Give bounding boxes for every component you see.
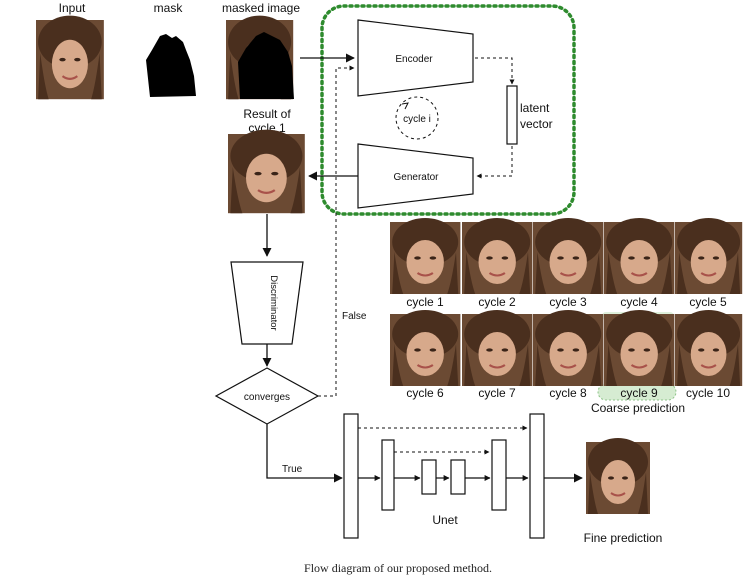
unet-label: Unet — [432, 513, 458, 527]
fine-prediction-label: Fine prediction — [584, 531, 663, 545]
discriminator-label: Discriminator — [268, 275, 279, 330]
cycle4-label: cycle 4 — [620, 295, 658, 309]
true-label: True — [282, 464, 303, 475]
latent-label-line1: latent — [520, 101, 550, 115]
unet-dec-2 — [529, 413, 545, 539]
cycle5-label: cycle 5 — [689, 295, 727, 309]
latent-label-line2: vector — [520, 117, 553, 131]
cycle10-label: cycle 10 — [686, 386, 730, 400]
cycle9-image — [602, 308, 676, 388]
false-label: False — [342, 311, 367, 322]
generator-module-box — [320, 4, 576, 216]
cycle8-label: cycle 8 — [549, 386, 587, 400]
cycle6-image — [388, 308, 462, 388]
encoder-to-latent-arrow — [475, 57, 515, 85]
coarse-prediction-label: Coarse prediction — [591, 401, 685, 415]
unet-bottleneck-1 — [421, 459, 437, 495]
cycle8-image — [531, 308, 605, 388]
cycle3-image — [531, 216, 605, 296]
cycle7-image — [460, 308, 534, 388]
encoder-block — [357, 19, 474, 97]
figure-caption: Flow diagram of our proposed method. — [304, 561, 492, 575]
false-loop-arrow — [318, 65, 355, 397]
coarse-prediction-grid: cycle 1 cycle 2 cycle 3 cycle 4 cycle 5 … — [388, 216, 744, 415]
mask-image — [133, 20, 203, 100]
cycle5-image — [673, 216, 744, 296]
result-cycle1-image — [226, 128, 306, 215]
generator-block — [357, 143, 474, 209]
cycle9-label: cycle 9 — [620, 386, 658, 400]
cycle2-label: cycle 2 — [478, 295, 516, 309]
converges-label: converges — [244, 392, 290, 403]
unet-block — [343, 413, 545, 539]
input-label: Input — [59, 1, 86, 15]
unet-enc-2 — [381, 439, 395, 511]
masked-image-label: masked image — [222, 1, 300, 15]
cycle3-label: cycle 3 — [549, 295, 587, 309]
cycle4-image — [602, 216, 676, 296]
cycle1-label: cycle 1 — [406, 295, 444, 309]
input-image — [34, 14, 105, 101]
unet-enc-1 — [343, 413, 359, 539]
encoder-label: Encoder — [395, 54, 433, 65]
masked-image — [224, 14, 295, 101]
cycle9-highlight — [597, 383, 677, 401]
result-label-line1: Result of — [243, 107, 291, 121]
cycle-arrowhead-icon — [401, 102, 409, 110]
generator-label: Generator — [393, 172, 439, 183]
latent-to-generator-arrow — [476, 146, 513, 179]
cycle-loop-icon — [395, 96, 439, 140]
fine-prediction-image — [585, 437, 651, 515]
cycle-i-label: cycle i — [403, 114, 431, 125]
unet-bottleneck-2 — [450, 459, 466, 495]
cycle6-label: cycle 6 — [406, 386, 444, 400]
cycle7-label: cycle 7 — [478, 386, 516, 400]
cycle1-image — [388, 216, 462, 296]
cycle2-image — [460, 216, 534, 296]
true-path-arrow — [266, 424, 343, 483]
discriminator-block — [230, 261, 304, 345]
cycle10-image — [673, 308, 744, 388]
mask-label: mask — [154, 1, 184, 15]
unet-dec-1 — [491, 439, 507, 511]
latent-vector-block — [506, 85, 518, 145]
